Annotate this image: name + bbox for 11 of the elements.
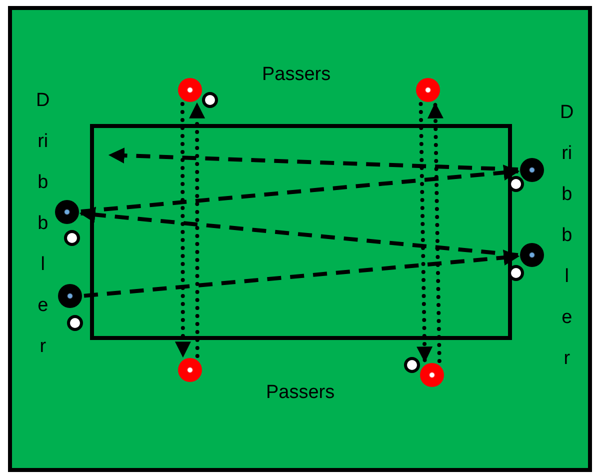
pass-arrow bbox=[174, 102, 191, 358]
dribble-arrow bbox=[79, 206, 518, 258]
pass-arrow bbox=[416, 102, 433, 363]
dribble-arrow bbox=[80, 164, 520, 214]
team-label: Passers bbox=[266, 382, 335, 404]
pass-arrow bbox=[189, 102, 206, 358]
vertical-team-label: Dribbler bbox=[560, 101, 574, 371]
dribble-arrow bbox=[108, 148, 518, 172]
pass-arrow bbox=[427, 102, 444, 363]
team-label: Passers bbox=[262, 64, 331, 86]
vertical-team-label: Dribbler bbox=[36, 89, 50, 359]
